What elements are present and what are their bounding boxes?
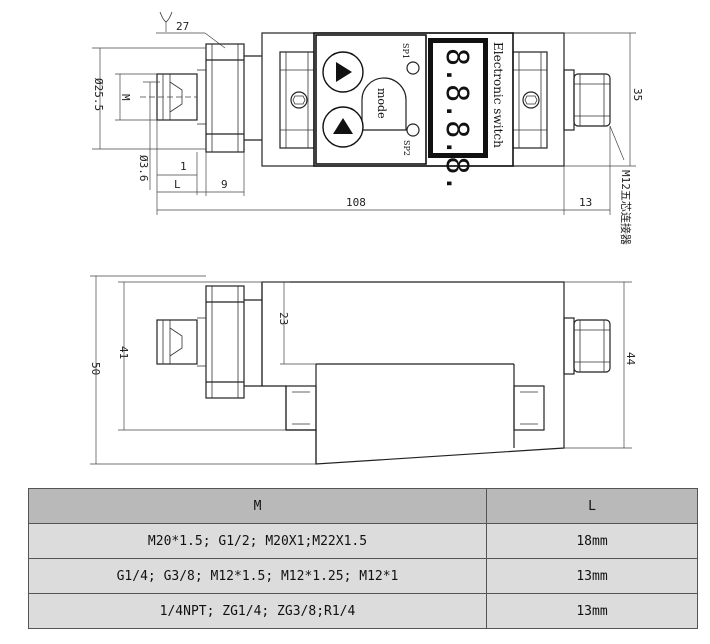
wrench-icon — [159, 11, 173, 32]
thread-length-table: M L M20*1.5; G1/2; M20X1;M22X1.5 18mm G1… — [28, 488, 698, 629]
cell-l: 13mm — [486, 593, 698, 629]
sp2-led — [406, 123, 420, 137]
display-screen — [433, 43, 483, 153]
table-row: 1/4NPT; ZG1/4; ZG3/8;R1/4 13mm — [28, 593, 698, 629]
dim-23: 23 — [277, 312, 290, 325]
header-l: L — [486, 488, 698, 524]
top-view: 27 — [92, 11, 644, 245]
dim-13: 13 — [579, 196, 592, 209]
dim-50: 50 — [89, 362, 102, 375]
sp2-label: SP2 — [402, 140, 411, 156]
screw-right-icon — [522, 91, 540, 109]
sp1-led — [406, 61, 420, 75]
cell-l: 18mm — [486, 523, 698, 559]
mode-label: mode — [375, 88, 388, 119]
dim-9: 9 — [221, 178, 228, 191]
dim-108: 108 — [346, 196, 366, 209]
dim-44: 44 — [624, 352, 637, 366]
table-header-row: M L — [28, 488, 698, 524]
technical-drawing: 27 — [89, 11, 644, 465]
triangle-right-icon — [336, 62, 352, 82]
side-hex-nut — [205, 285, 245, 399]
up-button[interactable] — [322, 51, 364, 93]
dim-d255: Ø25.5 — [92, 78, 105, 111]
cell-m: 1/4NPT; ZG1/4; ZG3/8;R1/4 — [28, 593, 487, 629]
dim-L: L — [174, 178, 181, 191]
dim-d36: Ø3.6 — [137, 155, 150, 182]
cell-m: G1/4; G3/8; M12*1.5; M12*1.25; M12*1 — [28, 558, 487, 594]
display-digits: 8.8.8.8. — [439, 48, 474, 193]
table-row: M20*1.5; G1/2; M20X1;M22X1.5 18mm — [28, 523, 698, 559]
dim-41: 41 — [117, 346, 130, 359]
dim-m: M — [119, 94, 132, 101]
header-m: M — [28, 488, 487, 524]
dim-35: 35 — [631, 88, 644, 101]
side-view: 23 41 50 44 — [89, 275, 637, 465]
m12-connector — [573, 73, 611, 127]
dim-wrench-27: 27 — [176, 20, 189, 33]
connector-label: M12五芯连接器 — [619, 170, 633, 245]
cell-m: M20*1.5; G1/2; M20X1;M22X1.5 — [28, 523, 487, 559]
hex-nut — [205, 43, 245, 153]
side-m12-connector — [573, 319, 611, 373]
panel-title: Electronic switch — [491, 42, 505, 148]
dim-1: 1 — [180, 160, 187, 173]
triangle-up-icon — [333, 118, 353, 134]
side-body — [261, 281, 565, 465]
sp1-label: SP1 — [401, 43, 410, 59]
down-button[interactable] — [322, 106, 364, 148]
table-row: G1/4; G3/8; M12*1.5; M12*1.25; M12*1 13m… — [28, 558, 698, 594]
screw-left-icon — [290, 91, 308, 109]
face-panel — [313, 32, 514, 167]
cell-l: 13mm — [486, 558, 698, 594]
side-probe-tip — [156, 319, 198, 365]
